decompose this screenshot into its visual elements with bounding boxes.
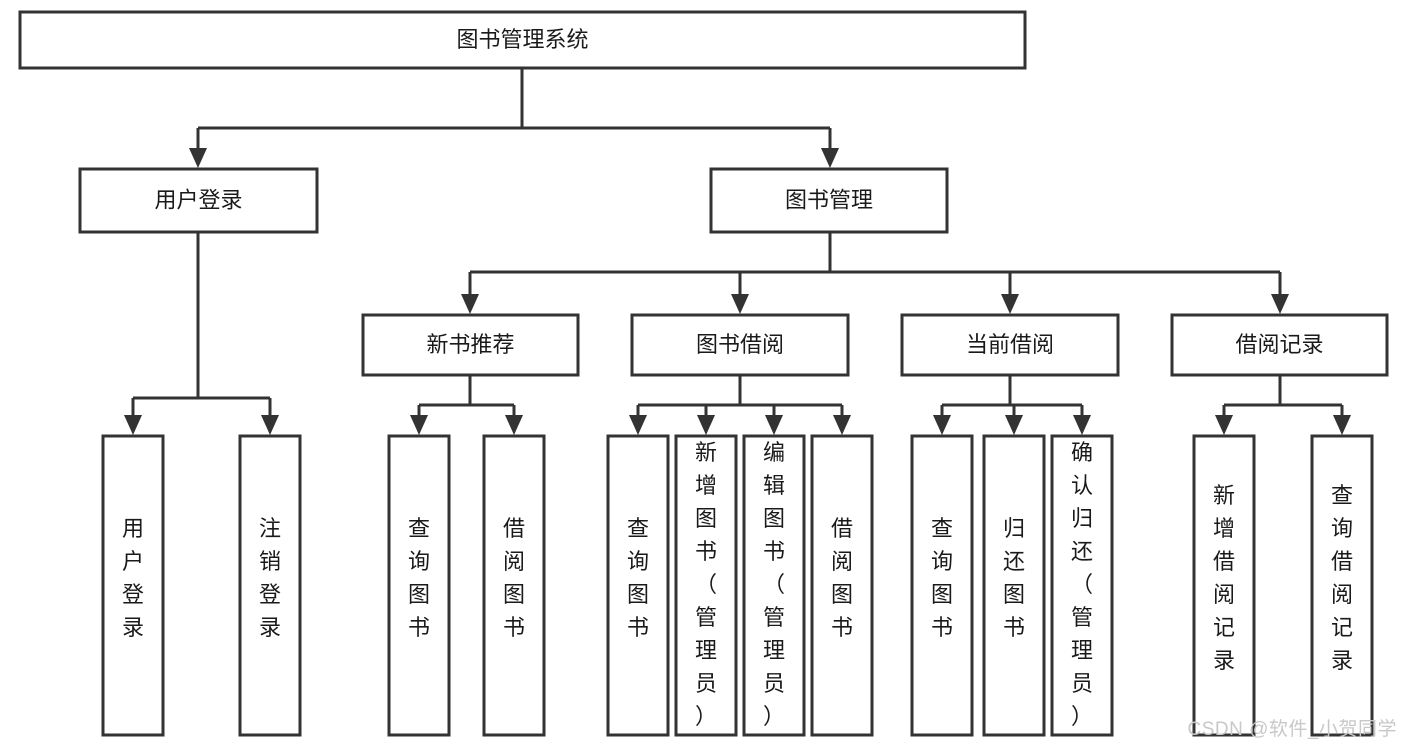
arrowhead-icon [261,415,279,435]
node-user-login[interactable]: 用户登录 [78,167,319,234]
arrowhead-icon [933,415,951,435]
node-box-leaf-query-borrow-record[interactable] [1310,434,1374,737]
node-label-leaf-borrow-book-rec: 借阅图书 [503,516,525,640]
node-leaf-add-book-admin[interactable]: 新增图书（管理员） [674,434,738,737]
node-book-management[interactable]: 图书管理 [709,167,949,234]
node-label-leaf-query-borrow-record: 查询借阅记录 [1331,483,1353,673]
node-label-leaf-edit-book-admin: 编辑图书（管理员） [763,440,785,729]
arrowhead-icon [505,415,523,435]
arrowhead-icon [124,415,142,435]
node-label-root: 图书管理系统 [456,27,588,52]
node-box-leaf-add-borrow-record[interactable] [1192,434,1256,737]
arrowhead-icon [1001,294,1019,314]
node-leaf-query-book-rec[interactable]: 查询图书 [387,434,451,737]
node-label-user-login: 用户登录 [154,187,242,212]
node-box-leaf-query-book-current[interactable] [910,434,974,737]
node-leaf-query-book-current[interactable]: 查询图书 [910,434,974,737]
arrowhead-icon [461,294,479,314]
node-label-leaf-confirm-return-admin: 确认归还（管理员） [1071,440,1093,729]
arrowheads-layer [124,148,1351,435]
node-box-borrow-records[interactable] [1170,313,1389,377]
node-label-book-borrow: 图书借阅 [696,332,784,357]
node-leaf-add-borrow-record[interactable]: 新增借阅记录 [1192,434,1256,737]
node-label-book-management: 图书管理 [785,187,873,212]
arrowhead-icon [189,148,207,168]
node-box-leaf-borrow-book-rec[interactable] [482,434,546,737]
node-box-new-book-recommend[interactable] [361,313,580,377]
arrowhead-icon [697,415,715,435]
node-new-book-recommend[interactable]: 新书推荐 [361,313,580,377]
arrowhead-icon [833,415,851,435]
arrowhead-icon [1271,294,1289,314]
node-leaf-borrow-book-rec[interactable]: 借阅图书 [482,434,546,737]
node-box-book-management[interactable] [709,167,949,234]
arrowhead-icon [410,415,428,435]
arrowhead-icon [629,415,647,435]
node-leaf-user-login[interactable]: 用户登录 [101,434,165,737]
node-book-borrow[interactable]: 图书借阅 [630,313,850,377]
arrowhead-icon [1215,415,1233,435]
arrowhead-icon [1073,415,1091,435]
node-leaf-return-book[interactable]: 归还图书 [982,434,1046,737]
node-box-leaf-add-book-admin[interactable] [674,434,738,737]
node-label-leaf-borrow-book: 借阅图书 [831,516,853,640]
node-box-leaf-query-book-rec[interactable] [387,434,451,737]
node-box-leaf-user-login[interactable] [101,434,165,737]
node-box-leaf-logout[interactable] [238,434,302,737]
node-box-leaf-borrow-book[interactable] [810,434,874,737]
node-label-current-borrow: 当前借阅 [966,332,1054,357]
node-label-leaf-query-book-rec: 查询图书 [408,516,430,640]
node-label-leaf-user-login: 用户登录 [122,516,144,640]
node-box-leaf-return-book[interactable] [982,434,1046,737]
arrowhead-icon [731,294,749,314]
node-leaf-borrow-book[interactable]: 借阅图书 [810,434,874,737]
node-label-leaf-logout: 注销登录 [259,516,281,640]
node-label-leaf-query-book-borrow: 查询图书 [627,516,649,640]
node-box-leaf-query-book-borrow[interactable] [606,434,670,737]
csdn-watermark: CSDN @软件_小贺同学 [1187,719,1397,740]
node-box-root[interactable] [18,10,1027,70]
node-label-leaf-return-book: 归还图书 [1003,516,1025,640]
node-box-user-login[interactable] [78,167,319,234]
node-label-leaf-add-book-admin: 新增图书（管理员） [695,440,717,729]
node-leaf-edit-book-admin[interactable]: 编辑图书（管理员） [742,434,806,737]
arrowhead-icon [1333,415,1351,435]
node-leaf-confirm-return-admin[interactable]: 确认归还（管理员） [1050,434,1114,737]
node-label-leaf-query-book-current: 查询图书 [931,516,953,640]
node-current-borrow[interactable]: 当前借阅 [900,313,1120,377]
node-box-current-borrow[interactable] [900,313,1120,377]
node-box-book-borrow[interactable] [630,313,850,377]
node-borrow-records[interactable]: 借阅记录 [1170,313,1389,377]
nodes-layer: 图书管理系统用户登录图书管理新书推荐图书借阅当前借阅借阅记录用户登录注销登录查询… [18,10,1389,737]
arrowhead-icon [765,415,783,435]
node-root[interactable]: 图书管理系统 [18,10,1027,70]
node-box-leaf-edit-book-admin[interactable] [742,434,806,737]
node-label-leaf-add-borrow-record: 新增借阅记录 [1213,483,1235,673]
node-label-new-book-recommend: 新书推荐 [426,332,514,357]
node-leaf-query-book-borrow[interactable]: 查询图书 [606,434,670,737]
node-label-borrow-records: 借阅记录 [1235,332,1323,357]
node-box-leaf-confirm-return-admin[interactable] [1050,434,1114,737]
arrowhead-icon [821,148,839,168]
node-leaf-logout[interactable]: 注销登录 [238,434,302,737]
arrowhead-icon [1005,415,1023,435]
node-leaf-query-borrow-record[interactable]: 查询借阅记录 [1310,434,1374,737]
